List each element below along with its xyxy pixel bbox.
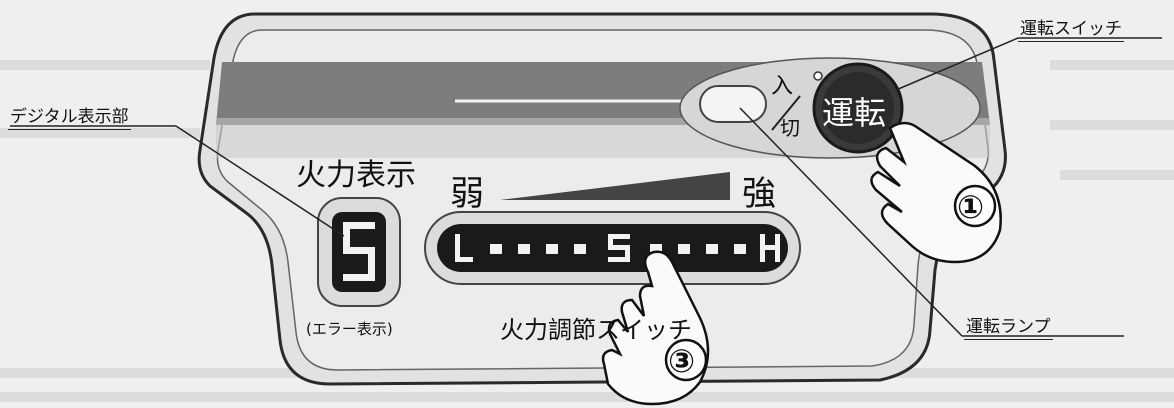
indicator-dot: [813, 71, 823, 81]
step-3-number: ③: [668, 342, 696, 380]
power-switch-label: 火力調節スイッチ: [500, 316, 692, 344]
run-button-label: 運転: [822, 94, 887, 132]
run-button-inner: [822, 72, 894, 144]
level-low-segments: [455, 234, 473, 262]
off-label: 切: [780, 116, 800, 140]
callout-operation-switch: 運転スイッチ: [1018, 14, 1124, 42]
on-label: 入: [771, 74, 794, 99]
callout-operation-lamp: 運転ランプ: [964, 312, 1053, 340]
callout-digital-display: デジタル表示部: [8, 102, 131, 130]
level-dots: [490, 244, 746, 254]
error-display-note: (エラー表示): [306, 320, 393, 338]
power-display-title: 火力表示: [296, 158, 416, 193]
level-mid-segments: [608, 234, 630, 262]
leader-lines: [10, 37, 1162, 337]
operation-lamp: [699, 85, 767, 123]
step-3-circle: [664, 338, 708, 382]
step-1-number: ①: [957, 188, 985, 226]
on-off-divider: [771, 95, 801, 131]
digit-five-segments: [343, 222, 375, 281]
strength-wedge: [500, 172, 730, 200]
level-high-segments: [760, 234, 780, 262]
hand-pointer-1: [870, 121, 1002, 264]
strong-label: 強: [742, 174, 776, 214]
weak-label: 弱: [450, 174, 484, 214]
step-1-circle: [953, 184, 997, 228]
